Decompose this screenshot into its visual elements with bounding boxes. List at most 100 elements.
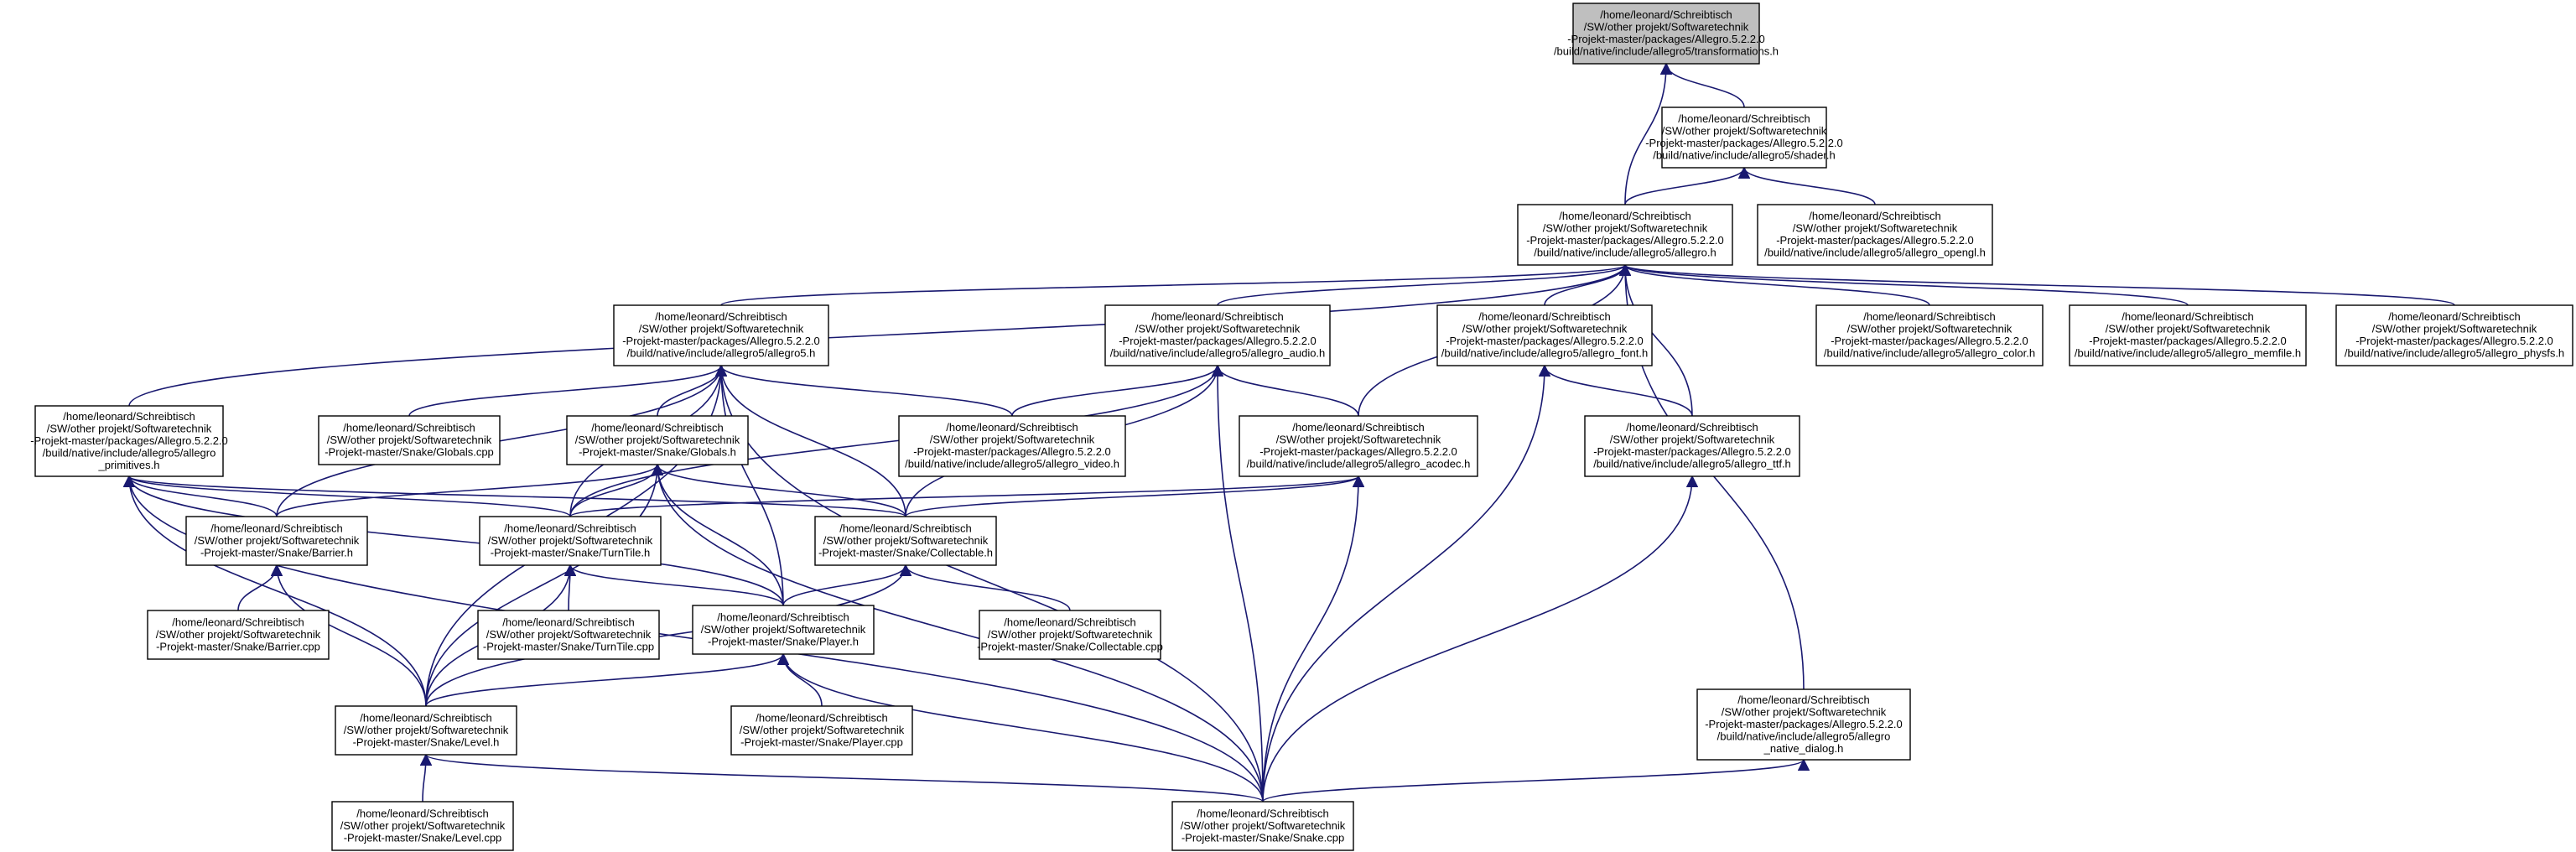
node-label-line: /SW/other projekt/Softwaretechnik [1610, 434, 1775, 446]
edge-allegro-opengl-includes-shader [1737, 166, 1876, 205]
node-shader[interactable]: /home/leonard/Schreibtisch/SW/other proj… [1645, 106, 1843, 169]
node-label-line: /SW/other projekt/Softwaretechnik [340, 819, 506, 832]
node-label-line: /build/native/include/allegro5/allegro_a… [1110, 347, 1326, 360]
edge-allegro-video-includes-allegro-audio [1011, 364, 1224, 417]
edge-player-h-includes-turntile-h [564, 564, 784, 606]
node-player-h[interactable]: /home/leonard/Schreibtisch/SW/other proj… [692, 605, 875, 655]
node-label-line: /home/leonard/Schreibtisch [1478, 310, 1611, 323]
node-player-cpp[interactable]: /home/leonard/Schreibtisch/SW/other proj… [730, 705, 913, 756]
node-label-line: /build/native/include/allegro5/shader.h [1653, 149, 1836, 162]
node-label-line: /SW/other projekt/Softwaretechnik [1847, 323, 2012, 335]
node-label-line: /SW/other projekt/Softwaretechnik [488, 534, 653, 547]
edge-allegro-ttf-includes-allegro [1618, 263, 1693, 417]
node-label-line: /home/leonard/Schreibtisch [655, 310, 787, 323]
edge-snake-cpp-includes-globals-h [651, 463, 1264, 803]
node-label-line: /home/leonard/Schreibtisch [210, 522, 343, 534]
node-box [335, 705, 517, 756]
node-box [1661, 106, 1827, 169]
node-collectable-cpp[interactable]: /home/leonard/Schreibtisch/SW/other proj… [977, 610, 1163, 660]
node-allegro-video[interactable]: /home/leonard/Schreibtisch/SW/other proj… [898, 415, 1126, 477]
node-allegro-memfile[interactable]: /home/leonard/Schreibtisch/SW/other proj… [2069, 304, 2307, 366]
node-label-line: /SW/other projekt/Softwaretechnik [47, 422, 212, 434]
node-allegro-primitives[interactable]: /home/leonard/Schreibtisch/SW/other proj… [30, 405, 228, 477]
node-transformations[interactable]: /home/leonard/Schreibtisch/SW/other proj… [1554, 3, 1779, 65]
node-label-line: -Projekt-master/packages/Allegro.5.2.2.0 [622, 335, 820, 347]
node-label-line: -Projekt-master/packages/Allegro.5.2.2.0 [2355, 335, 2553, 347]
node-allegro-font[interactable]: /home/leonard/Schreibtisch/SW/other proj… [1436, 304, 1653, 366]
edge-collectable-h-includes-allegro5 [714, 364, 906, 517]
edge-snake-cpp-includes-allegro-ttf [1262, 475, 1699, 803]
node-turntile-h[interactable]: /home/leonard/Schreibtisch/SW/other proj… [479, 516, 662, 566]
node-label-line: -Projekt-master/Snake/TurnTile.h [491, 546, 651, 558]
node-box [1757, 204, 1993, 266]
node-barrier-cpp[interactable]: /home/leonard/Schreibtisch/SW/other proj… [147, 610, 330, 660]
node-label-line: /SW/other projekt/Softwaretechnik [2372, 323, 2537, 335]
edge-collectable-h-includes-allegro-acodec [905, 475, 1364, 517]
node-label-line: /home/leonard/Schreibtisch [839, 522, 972, 534]
node-label-line: /SW/other projekt/Softwaretechnik [1722, 705, 1887, 718]
edge-allegro-physfs-includes-allegro [1619, 263, 2455, 306]
edge-allegro-ttf-includes-allegro-font [1538, 364, 1693, 417]
node-label-line: -Projekt-master/packages/Allegro.5.2.2.0 [1526, 234, 1724, 247]
edge-level-h-includes-barrier-h [270, 564, 427, 707]
node-barrier-h[interactable]: /home/leonard/Schreibtisch/SW/other proj… [185, 516, 368, 566]
edge-allegro-includes-shader [1624, 166, 1751, 205]
edge-snake-cpp-includes-native-dialog [1262, 758, 1810, 803]
node-box [147, 610, 330, 660]
node-globals-h[interactable]: /home/leonard/Schreibtisch/SW/other proj… [566, 415, 749, 465]
node-label-line: /SW/other projekt/Softwaretechnik [988, 628, 1153, 641]
node-native-dialog[interactable]: /home/leonard/Schreibtisch/SW/other proj… [1696, 688, 1911, 761]
edge-snake-cpp-includes-allegro-audio [1211, 364, 1264, 803]
edge-player-h-includes-allegro-primitives [122, 475, 784, 606]
node-allegro5[interactable]: /home/leonard/Schreibtisch/SW/other proj… [613, 304, 829, 366]
node-label-line: /home/leonard/Schreibtisch [1600, 8, 1732, 21]
node-label-line: /build/native/include/allegro5/allegro [1717, 730, 1891, 742]
node-label-line: /home/leonard/Schreibtisch [504, 522, 636, 534]
node-box [1584, 415, 1800, 477]
node-allegro-color[interactable]: /home/leonard/Schreibtisch/SW/other proj… [1815, 304, 2044, 366]
node-level-cpp[interactable]: /home/leonard/Schreibtisch/SW/other proj… [331, 801, 514, 851]
node-label-line: /build/native/include/allegro5/allegro_m… [2075, 347, 2301, 360]
node-label-line: /SW/other projekt/Softwaretechnik [930, 434, 1095, 446]
node-allegro-opengl[interactable]: /home/leonard/Schreibtisch/SW/other proj… [1757, 204, 1993, 266]
node-box [1815, 304, 2044, 366]
node-label-line: -Projekt-master/packages/Allegro.5.2.2.0 [1593, 445, 1791, 458]
node-allegro-ttf[interactable]: /home/leonard/Schreibtisch/SW/other proj… [1584, 415, 1800, 477]
edge-snake-cpp-includes-allegro-font [1262, 364, 1551, 803]
node-label-line: /SW/other projekt/Softwaretechnik [1181, 819, 1346, 832]
node-label-line: /SW/other projekt/Softwaretechnik [639, 323, 804, 335]
node-snake-cpp[interactable]: /home/leonard/Schreibtisch/SW/other proj… [1171, 801, 1354, 851]
node-label-line: -Projekt-master/packages/Allegro.5.2.2.0 [913, 445, 1111, 458]
edge-barrier-h-includes-globals-h [276, 463, 664, 517]
node-label-line: /home/leonard/Schreibtisch [1151, 310, 1284, 323]
node-label-line: /home/leonard/Schreibtisch [502, 616, 635, 628]
node-collectable-h[interactable]: /home/leonard/Schreibtisch/SW/other proj… [814, 516, 997, 566]
node-label-line: /home/leonard/Schreibtisch [1559, 210, 1691, 222]
node-label-line: /SW/other projekt/Softwaretechnik [195, 534, 360, 547]
node-box [979, 610, 1161, 660]
edge-player-h-includes-allegro5 [714, 364, 784, 606]
node-turntile-cpp[interactable]: /home/leonard/Schreibtisch/SW/other proj… [477, 610, 660, 660]
node-box [566, 415, 749, 465]
node-box [2335, 304, 2573, 366]
node-allegro-acodec[interactable]: /home/leonard/Schreibtisch/SW/other proj… [1239, 415, 1478, 477]
node-label-line: -Projekt-master/packages/Allegro.5.2.2.0 [30, 434, 228, 447]
edge-turntile-h-includes-allegro-acodec [569, 475, 1364, 517]
node-box [730, 705, 913, 756]
node-label-line: -Projekt-master/Snake/Player.cpp [740, 735, 903, 748]
node-label-line: /build/native/include/allegro5/allegro_t… [1593, 458, 1791, 470]
node-level-h[interactable]: /home/leonard/Schreibtisch/SW/other proj… [335, 705, 517, 756]
node-label-line: /build/native/include/allegro5/transform… [1554, 45, 1779, 58]
node-allegro-physfs[interactable]: /home/leonard/Schreibtisch/SW/other proj… [2335, 304, 2573, 366]
node-allegro-audio[interactable]: /home/leonard/Schreibtisch/SW/other proj… [1104, 304, 1331, 366]
node-allegro[interactable]: /home/leonard/Schreibtisch/SW/other proj… [1517, 204, 1733, 266]
node-globals-cpp[interactable]: /home/leonard/Schreibtisch/SW/other proj… [318, 415, 501, 465]
node-label-line: /home/leonard/Schreibtisch [2388, 310, 2521, 323]
node-label-line: -Projekt-master/packages/Allegro.5.2.2.0 [1119, 335, 1317, 347]
node-box [2069, 304, 2307, 366]
node-box [1171, 801, 1354, 851]
node-label-line: -Projekt-master/packages/Allegro.5.2.2.0 [1705, 718, 1903, 730]
node-label-line: /SW/other projekt/Softwaretechnik [740, 724, 905, 736]
edge-allegro-acodec-includes-allegro-audio [1211, 364, 1359, 417]
